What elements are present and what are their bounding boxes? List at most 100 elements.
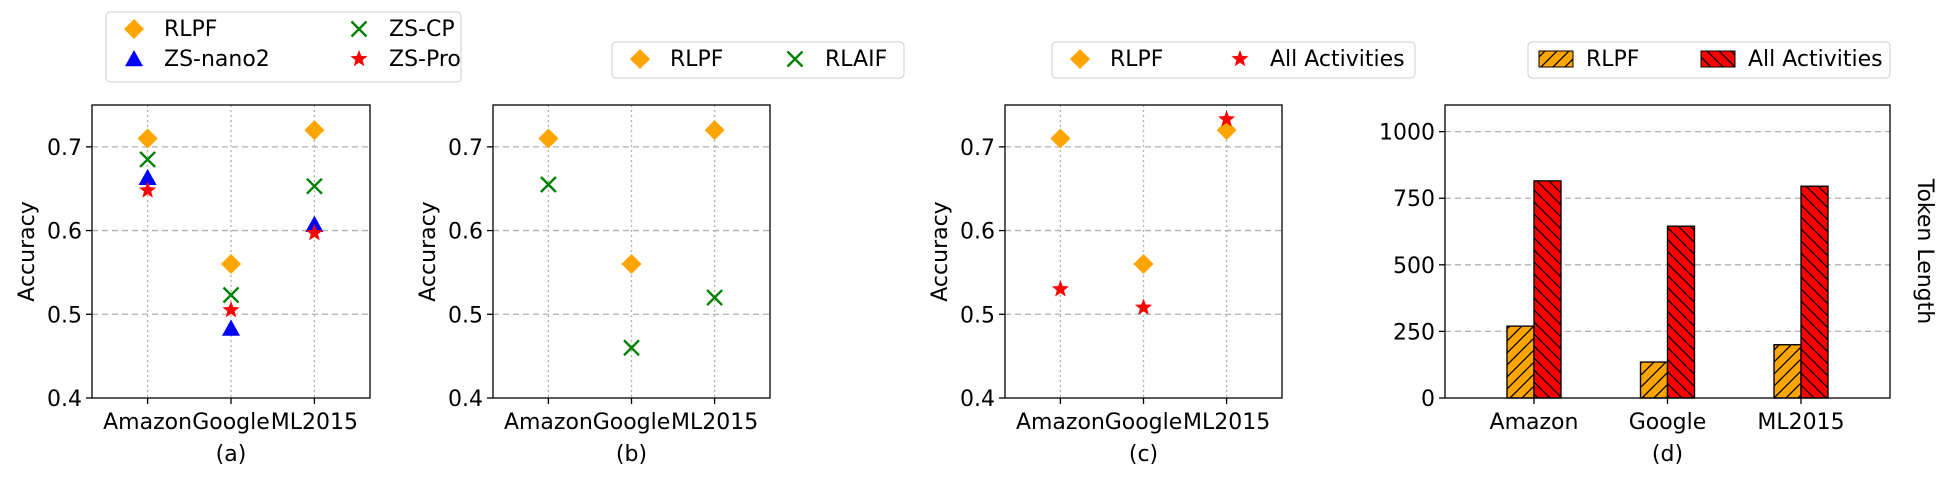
legend-marker-star (1231, 50, 1249, 67)
legend-item-rlpf: RLPF (1070, 47, 1163, 72)
data-point-zs-nano2 (305, 215, 324, 232)
y-tick-label: 0.4 (47, 387, 82, 412)
x-tick-label: ML2015 (271, 410, 358, 435)
data-point-rlpf (1050, 128, 1071, 149)
legend-marker-star (350, 50, 368, 67)
x-tick-label: Google (1105, 410, 1183, 435)
data-point-rlpf (1133, 254, 1154, 275)
y-tick-label: 0.6 (47, 220, 82, 245)
y-tick-label: 0.4 (448, 387, 483, 412)
y-tick-label: 0.7 (47, 136, 82, 161)
legend-item-zs-nano2: ZS-nano2 (125, 47, 270, 72)
series-rlpf (1050, 120, 1237, 275)
y-tick-label: 0.5 (960, 303, 995, 328)
panel-caption: (d) (1652, 442, 1683, 467)
series-zs-nano2 (138, 168, 324, 336)
legend-label: ZS-CP (389, 17, 455, 42)
x-tick-label: ML2015 (1183, 410, 1270, 435)
legend-label: RLPF (1586, 47, 1639, 72)
legend-0: RLPF ZS-CP ZS-nano2 ZS-Pro (105, 11, 462, 83)
x-tick-label: ML2015 (1757, 410, 1844, 435)
bar-hatch (1773, 344, 1802, 399)
y-tick-label: 250 (1393, 320, 1435, 345)
data-point-rlaif (706, 289, 723, 306)
panel-caption: (c) (1129, 442, 1158, 467)
legend-label: RLPF (1110, 47, 1163, 72)
y-axis-label: Accuracy (416, 201, 441, 301)
y-tick-label: 0.6 (448, 220, 483, 245)
x-tick-label: Amazon (504, 410, 593, 435)
series-zs-cp (139, 151, 323, 304)
legend-label: ZS-Pro (389, 47, 461, 72)
data-point-zs-nano2 (138, 168, 157, 186)
y-tick-label: 0.7 (448, 136, 483, 161)
legend-item-zs-cp: ZS-CP (350, 17, 455, 42)
series-rlpf (137, 120, 325, 275)
y-tick-label: 750 (1393, 187, 1435, 212)
bar-hatch (1533, 180, 1562, 399)
legend-item-zs-pro: ZS-Pro (350, 47, 461, 72)
series-all-activities (1533, 180, 1829, 399)
legend-marker-diamond (630, 49, 650, 69)
legend-2: RLPF All Activities (1051, 41, 1416, 79)
legend-swatch-hatch (1538, 50, 1574, 68)
legend-swatch-hatch (1700, 50, 1736, 68)
legend-marker-x (350, 20, 368, 38)
x-tick-label: Amazon (1016, 410, 1105, 435)
y-tick-label: 0.5 (47, 303, 82, 328)
legend-label: All Activities (1270, 47, 1405, 72)
legend-marker-triangle (125, 50, 143, 67)
y-axis-label: Token Length (1912, 178, 1937, 324)
data-point-rlpf (221, 254, 241, 275)
legend-1: RLPF RLAIF (611, 41, 905, 79)
legend-item-rlpf: RLPF (124, 17, 217, 42)
bar-hatch (1800, 185, 1829, 399)
legend-marker-diamond (1070, 49, 1090, 69)
x-tick-label: Google (1629, 410, 1707, 435)
panel-caption: (b) (616, 442, 647, 467)
series-rlpf (538, 120, 725, 275)
data-point-zs-cp (306, 177, 323, 195)
legend-item-rlaif: RLAIF (786, 47, 887, 72)
data-point-all-activities (1218, 110, 1236, 127)
legend-label: All Activities (1748, 47, 1883, 72)
legend-frame (1051, 41, 1416, 79)
data-point-zs-pro (222, 301, 240, 318)
series-all-activities (1051, 110, 1236, 315)
y-tick-label: 500 (1393, 254, 1435, 279)
data-point-zs-pro (139, 181, 157, 198)
data-point-zs-cp (139, 151, 156, 168)
data-point-rlpf (704, 120, 725, 141)
data-point-rlpf (304, 120, 325, 141)
legend-item-all-activities: All Activities (1700, 47, 1883, 72)
data-point-all-activities (1134, 298, 1153, 315)
legend-3: RLPF All Activities (1527, 41, 1891, 79)
legend-label: RLAIF (825, 47, 887, 72)
x-tick-label: Google (192, 410, 270, 435)
legend-label: RLPF (670, 47, 723, 72)
bar-hatch (1639, 361, 1669, 399)
x-tick-label: Google (593, 410, 671, 435)
legend-marker-x (786, 50, 804, 68)
legend-item-rlpf: RLPF (1538, 47, 1639, 72)
y-tick-label: 0 (1421, 387, 1435, 412)
data-point-all-activities (1051, 280, 1069, 297)
legend-item-all-activities: All Activities (1231, 47, 1405, 72)
data-point-rlpf (137, 128, 158, 149)
legend-frame (105, 11, 462, 83)
panel-caption: (a) (216, 442, 247, 467)
data-point-rlpf (1216, 120, 1237, 141)
y-tick-label: 0.4 (960, 387, 995, 412)
data-point-rlaif (540, 176, 557, 193)
legend-item-rlpf: RLPF (630, 47, 723, 72)
y-tick-label: 0.6 (960, 220, 995, 245)
series-zs-pro (139, 181, 323, 318)
data-point-zs-pro (305, 224, 323, 241)
bar-hatch (1666, 225, 1696, 399)
y-tick-label: 0.5 (448, 303, 483, 328)
